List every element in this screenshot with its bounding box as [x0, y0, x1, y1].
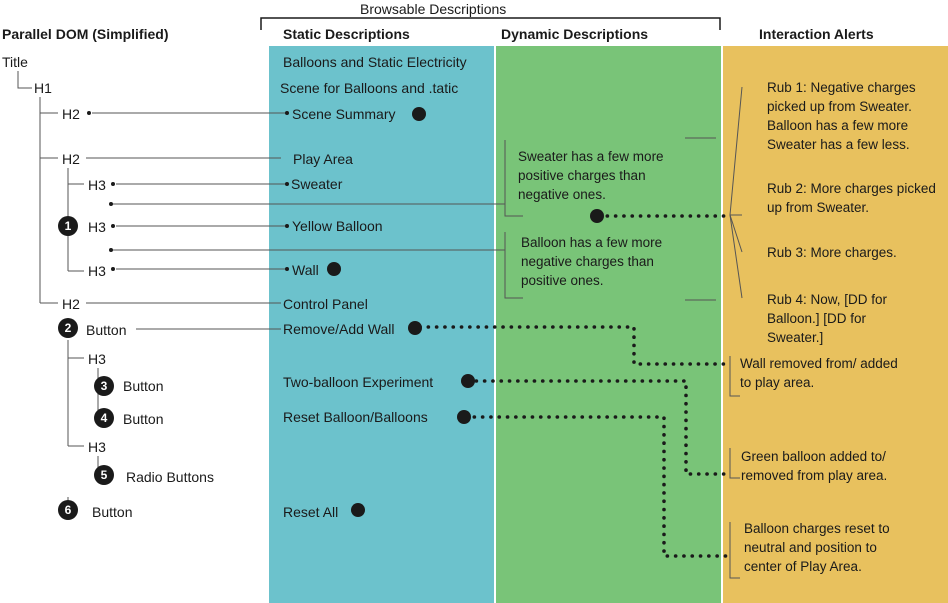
connector-dot: [351, 503, 365, 517]
dynamic-descriptions-heading: Dynamic Descriptions: [501, 26, 649, 42]
static-two-balloon-experiment: Two-balloon Experiment: [283, 374, 434, 390]
dom-h3-a: H3: [88, 351, 106, 367]
static-scene-summary: Scene Summary: [292, 106, 396, 122]
static-control-panel: Control Panel: [283, 296, 368, 312]
connector-dot: [327, 262, 341, 276]
static-yellow-balloon: Yellow Balloon: [292, 218, 383, 234]
static-descriptions-heading: Static Descriptions: [283, 26, 410, 42]
tree-bullet: [111, 224, 115, 228]
dom-h2-scene: H2: [62, 106, 80, 122]
badge-2: 2: [58, 318, 78, 338]
static-bullet: [285, 267, 289, 271]
dom-button-4: Button: [123, 411, 164, 427]
dom-h2-play-area: H2: [62, 151, 80, 167]
static-column: [269, 46, 494, 603]
dynamic-column: [496, 46, 721, 603]
dom-radio-buttons-5: Radio Buttons: [126, 469, 214, 485]
static-play-area: Play Area: [293, 151, 353, 167]
connector-dot: [461, 374, 475, 388]
connector-dot: [408, 321, 422, 335]
dom-h3-b: H3: [88, 439, 106, 455]
browsable-descriptions-label: Browsable Descriptions: [360, 1, 507, 17]
alert-green-balloon: Green balloon added to/ removed from pla…: [741, 449, 888, 483]
dom-h3-wall: H3: [88, 263, 106, 279]
static-sweater: Sweater: [291, 176, 343, 192]
connector-dot: [412, 107, 426, 121]
connector-dot: [590, 209, 604, 223]
alert-wall-removed: Wall removed from/ added to play area.: [740, 356, 898, 390]
static-reset-all: Reset All: [283, 504, 339, 520]
dom-h1: H1: [34, 80, 52, 96]
badge-5: 5: [94, 465, 114, 485]
badge-6: 6: [58, 500, 78, 520]
static-title-line1: Balloons and Static Electricity: [283, 54, 467, 70]
alert-rub-1: Rub 1: Negative charges picked up from S…: [767, 80, 916, 152]
badge-3: 3: [94, 376, 114, 396]
dynamic-balloon-description: Balloon has a few more negative charges …: [521, 235, 663, 288]
static-remove-add-wall: Remove/Add Wall: [283, 321, 395, 337]
alert-rub-2: Rub 2: More charges picked up from Sweat…: [767, 181, 936, 215]
dynamic-sweater-description: Sweater has a few more positive charges …: [518, 149, 664, 202]
dom-button-3: Button: [123, 378, 164, 394]
tree-bullet: [87, 111, 91, 115]
parallel-dom-heading: Parallel DOM (Simplified): [2, 26, 169, 42]
alert-rub-4: Rub 4: Now, [DD for Balloon.] [DD for Sw…: [767, 292, 888, 345]
static-bullet: [285, 224, 289, 228]
badge-1: 1: [58, 216, 78, 236]
dom-h3-sweater: H3: [88, 177, 106, 193]
dom-h3-balloon: H3: [88, 219, 106, 235]
alert-reset-charges: Balloon charges reset to neutral and pos…: [744, 521, 890, 574]
tree-bullet: [109, 202, 113, 206]
dom-h2-control: H2: [62, 296, 80, 312]
tree-bullet: [111, 267, 115, 271]
badge-4: 4: [94, 408, 114, 428]
interaction-alerts-heading: Interaction Alerts: [759, 26, 874, 42]
dom-button-2: Button: [86, 322, 127, 338]
static-bullet: [285, 182, 289, 186]
static-bullet: [285, 111, 289, 115]
static-title-line2: Scene for Balloons and .tatic: [280, 80, 459, 96]
alert-rub-3: Rub 3: More charges.: [767, 245, 897, 260]
static-wall: Wall: [292, 262, 319, 278]
dom-button-6: Button: [92, 504, 133, 520]
connector-dot: [457, 410, 471, 424]
tree-bullet: [109, 248, 113, 252]
dom-title: Title: [2, 54, 28, 70]
static-reset-balloons: Reset Balloon/Balloons: [283, 409, 428, 425]
tree-bullet: [111, 182, 115, 186]
alerts-column: [723, 46, 948, 603]
